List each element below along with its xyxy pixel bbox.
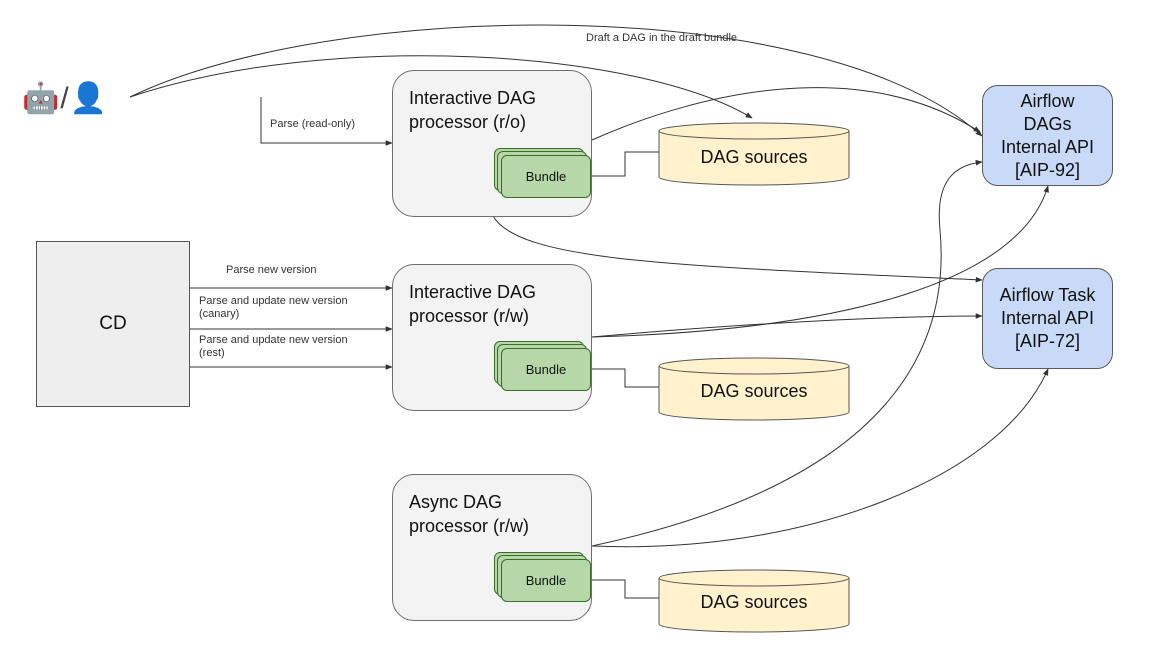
edge-label-parse-canary: Parse and update new version (canary): [199, 295, 348, 320]
edge-parse-readonly: [260, 97, 393, 146]
bundle-box[interactable]: Bundle: [501, 348, 591, 391]
dag-sources-label-1: DAG sources: [700, 147, 808, 167]
dag-sources-db-1: [658, 122, 850, 186]
edge-label-parse-rest: Parse and update new version (rest): [199, 334, 348, 359]
processor-title: Interactive DAG processor (r/o): [409, 88, 537, 132]
edge-draft-to-dags-api: [129, 24, 983, 137]
api-label: Airflow DAGs Internal API [AIP-92]: [1000, 90, 1095, 180]
dag-sources-db-3: [658, 569, 850, 633]
processor-title: Interactive DAG processor (r/w): [409, 282, 537, 326]
processor-title: Async DAG processor (r/w): [409, 492, 530, 536]
edge-async-to-task-api: [591, 368, 1049, 548]
edge-ro-to-task-api: [492, 215, 983, 283]
edge-rw-to-task-api: [591, 313, 983, 338]
edge-bundle-sources-1: [592, 151, 660, 177]
dag-sources-db-2: [658, 357, 850, 421]
edge-label-parse-new: Parse new version: [226, 264, 317, 276]
bundle-box[interactable]: Bundle: [501, 559, 591, 602]
cd-box[interactable]: CD: [36, 241, 190, 407]
actor-robot-user-icon: 🤖/👤: [22, 81, 107, 117]
edge-ro-processor-to-dags-api-top: [591, 87, 981, 141]
edge-draft-to-sources: [129, 55, 753, 119]
actor-separator: /: [60, 82, 69, 115]
airflow-dags-internal-api[interactable]: Airflow DAGs Internal API [AIP-92]: [982, 85, 1113, 186]
api-label: Airflow Task Internal API [AIP-72]: [999, 285, 1096, 351]
edge-label-parse-readonly: Parse (read-only): [270, 118, 355, 130]
dag-sources-label-2: DAG sources: [700, 381, 808, 401]
bundle-box[interactable]: Bundle: [501, 155, 591, 198]
edge-rw-to-dags-api: [591, 185, 1049, 338]
airflow-task-internal-api[interactable]: Airflow Task Internal API [AIP-72]: [982, 268, 1113, 369]
user-icon: 👤: [69, 81, 108, 116]
edge-bundle-sources-3: [592, 579, 660, 599]
dag-sources-label-3: DAG sources: [700, 592, 808, 612]
cd-label: CD: [99, 313, 127, 334]
processor-interactive-rw[interactable]: Interactive DAG processor (r/w) Bundle: [392, 264, 592, 411]
robot-icon: 🤖: [22, 81, 60, 116]
edge-label-draft: Draft a DAG in the draft bundle: [586, 32, 738, 44]
edge-bundle-sources-2: [592, 368, 660, 388]
processor-async-rw[interactable]: Async DAG processor (r/w) Bundle: [392, 474, 592, 621]
edge-async-to-dags-api: [591, 159, 983, 547]
processor-interactive-ro[interactable]: Interactive DAG processor (r/o) Bundle: [392, 70, 592, 217]
